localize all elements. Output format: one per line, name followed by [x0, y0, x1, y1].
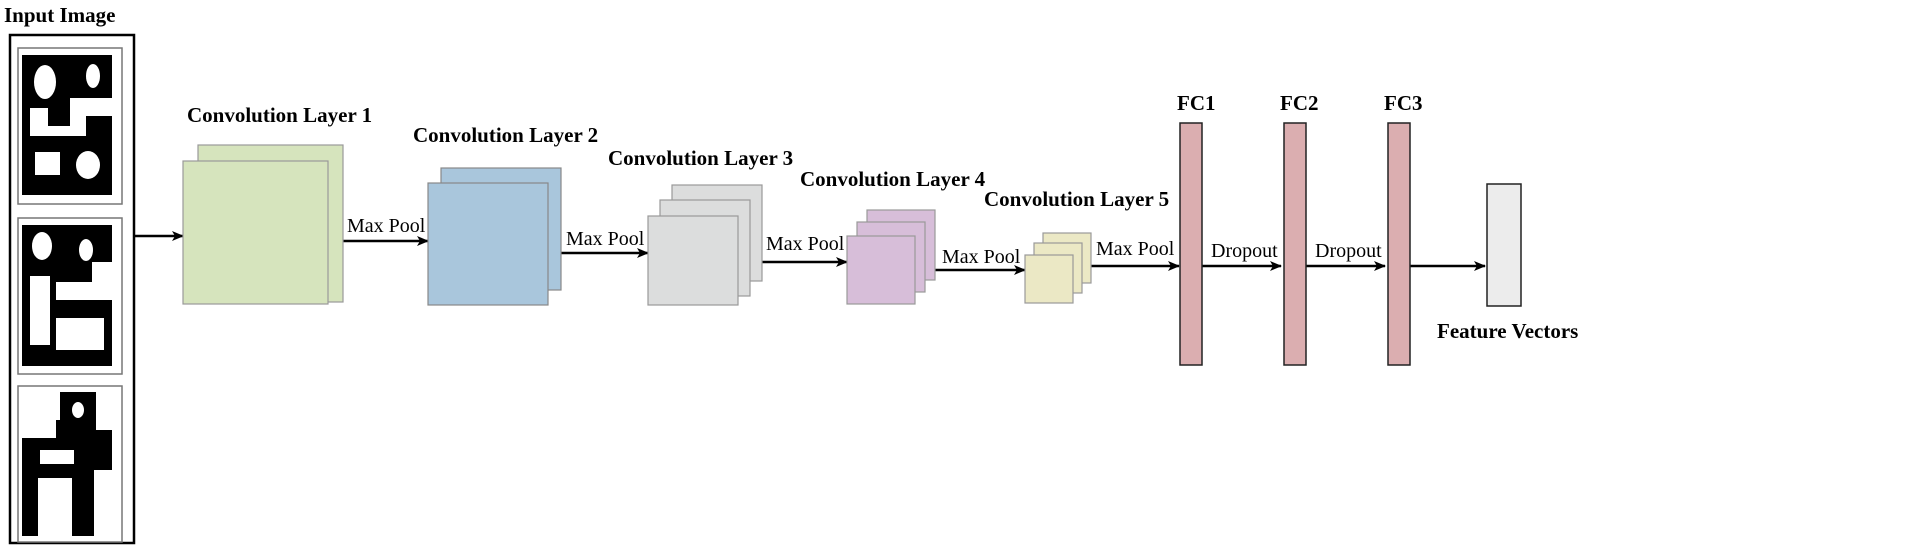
input-glyph-3 [17, 385, 123, 543]
conv-layer-1-label: Convolution Layer 1 [187, 103, 372, 127]
conv-layer-1: Convolution Layer 1 [182, 103, 372, 305]
conv-layer-3-label: Convolution Layer 3 [608, 146, 793, 170]
conv-layer-4-label: Convolution Layer 4 [800, 167, 986, 191]
fc-layer-1: FC1 [1177, 91, 1216, 366]
input-glyph-2 [17, 217, 123, 375]
max-pool-label-3: Max Pool [766, 233, 845, 255]
feature-vectors-label: Feature Vectors [1437, 319, 1578, 343]
input-glyph-1 [17, 47, 123, 205]
input-image-title: Input Image [4, 3, 115, 27]
max-pool-label-5: Max Pool [1096, 238, 1175, 260]
conv-layer-5: Convolution Layer 5 [984, 187, 1169, 304]
max-pool-label-4: Max Pool [942, 246, 1021, 268]
fc-layer-3: FC3 [1384, 91, 1423, 366]
connection-arrows [134, 231, 1486, 275]
conv-layer-5-label: Convolution Layer 5 [984, 187, 1169, 211]
fc1-label: FC1 [1177, 91, 1216, 115]
conv-layer-3: Convolution Layer 3 [608, 146, 793, 306]
fc3-label: FC3 [1384, 91, 1423, 115]
fc2-label: FC2 [1280, 91, 1319, 115]
conv-layer-2-label: Convolution Layer 2 [413, 123, 598, 147]
max-pool-label-2: Max Pool [566, 228, 645, 250]
max-pool-label-1: Max Pool [347, 215, 426, 237]
fc-layer-2: FC2 [1280, 91, 1319, 366]
feature-vector-output: Feature Vectors [1437, 183, 1578, 343]
conv-layer-2: Convolution Layer 2 [413, 123, 598, 306]
dropout-label-1: Dropout [1211, 240, 1278, 262]
conv-layer-4: Convolution Layer 4 [800, 167, 986, 305]
dropout-label-2: Dropout [1315, 240, 1382, 262]
